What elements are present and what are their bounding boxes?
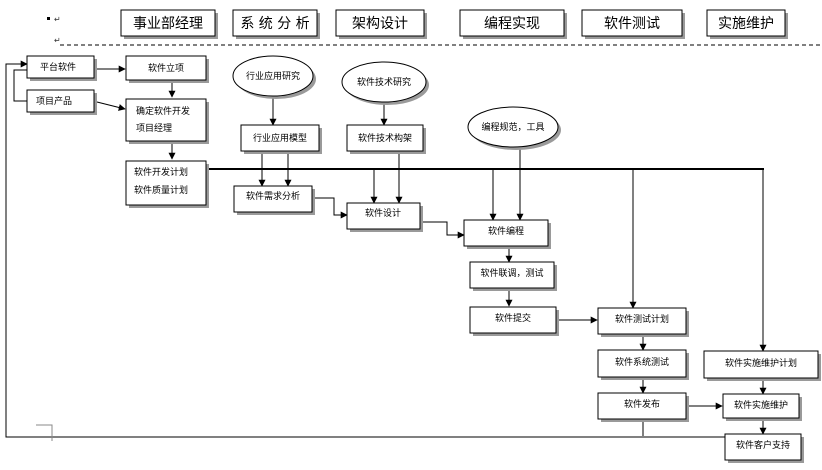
header-architecture-design: 架构设计 bbox=[335, 9, 427, 39]
node-software-initiation: 软件立项 bbox=[125, 55, 209, 83]
node-tech-research: 软件技术研究 bbox=[341, 61, 429, 105]
node-platform-software: 平台软件 bbox=[26, 55, 97, 81]
node-label: 软件实施维护计划 bbox=[725, 357, 797, 369]
node-label-line2: 项目经理 bbox=[136, 122, 172, 134]
node-industry-model: 行业应用模型 bbox=[240, 124, 322, 154]
node-implementation-maintenance: 软件实施维护 bbox=[722, 393, 802, 421]
node-label: 软件联调，测试 bbox=[480, 267, 543, 279]
node-label: 行业应用研究 bbox=[246, 70, 300, 82]
node-label: 软件编程 bbox=[488, 225, 524, 237]
node-integration-test: 软件联调，测试 bbox=[469, 261, 557, 291]
node-label: 软件实施维护 bbox=[734, 399, 788, 411]
node-software-design: 软件设计 bbox=[346, 202, 423, 232]
node-label: 软件测试计划 bbox=[615, 313, 669, 325]
header-implementation-maintenance: 实施维护 bbox=[706, 9, 788, 39]
node-label-line1: 确定软件开发 bbox=[136, 105, 190, 117]
node-label: 软件提交 bbox=[495, 312, 531, 324]
node-label: 项目产品 bbox=[36, 95, 72, 107]
header-label: 事业部经理 bbox=[133, 16, 203, 32]
node-software-release: 软件发布 bbox=[597, 392, 689, 422]
paragraph-mark: ↵ bbox=[54, 15, 61, 24]
node-label: 软件技术研究 bbox=[357, 76, 411, 88]
node-customer-support: 软件客户支持 bbox=[724, 433, 804, 463]
node-implementation-plan: 软件实施维护计划 bbox=[703, 350, 821, 381]
node-label: 软件技术构架 bbox=[358, 132, 412, 144]
node-label: 软件发布 bbox=[624, 398, 660, 410]
header-label: 系 统 分 析 bbox=[240, 16, 309, 32]
header-programming: 编程实现 bbox=[459, 9, 567, 39]
header-label: 软件测试 bbox=[604, 16, 660, 32]
bullet-mark bbox=[47, 17, 50, 20]
node-label: 软件立项 bbox=[148, 62, 184, 74]
header-software-testing: 软件测试 bbox=[581, 9, 685, 39]
node-project-product: 项目产品 bbox=[26, 89, 97, 115]
node-system-test: 软件系统测试 bbox=[597, 349, 689, 380]
node-software-coding: 软件编程 bbox=[463, 219, 551, 249]
node-label-line1: 软件开发计划 bbox=[134, 166, 188, 178]
node-tech-architecture: 软件技术构架 bbox=[346, 124, 426, 154]
node-label-line2: 软件质量计划 bbox=[134, 184, 188, 196]
header-label: 编程实现 bbox=[484, 16, 540, 32]
header-label: 架构设计 bbox=[352, 16, 408, 32]
paragraph-mark: ↵ bbox=[54, 36, 61, 45]
node-label: 行业应用模型 bbox=[253, 132, 307, 144]
node-test-plan: 软件测试计划 bbox=[597, 307, 689, 337]
node-label: 软件需求分析 bbox=[246, 190, 300, 202]
header-system-analysis: 系 统 分 析 bbox=[232, 9, 320, 39]
node-label: 平台软件 bbox=[40, 61, 76, 73]
node-coding-standards: 编程规范，工具 bbox=[467, 106, 561, 150]
margin-corner-mark bbox=[36, 424, 53, 441]
node-label: 编程规范，工具 bbox=[481, 121, 544, 133]
node-industry-research: 行业应用研究 bbox=[232, 55, 316, 99]
node-label: 软件设计 bbox=[365, 207, 401, 219]
node-label: 软件客户支持 bbox=[736, 439, 790, 451]
header-label: 实施维护 bbox=[718, 16, 774, 32]
node-software-submission: 软件提交 bbox=[469, 306, 559, 336]
node-label: 软件系统测试 bbox=[615, 356, 669, 368]
header-business-manager: 事业部经理 bbox=[120, 9, 218, 39]
node-dev-quality-plan: 软件开发计划 软件质量计划 bbox=[125, 160, 209, 208]
node-requirements-analysis: 软件需求分析 bbox=[233, 185, 315, 215]
node-determine-dev-manager: 确定软件开发 项目经理 bbox=[125, 98, 209, 144]
